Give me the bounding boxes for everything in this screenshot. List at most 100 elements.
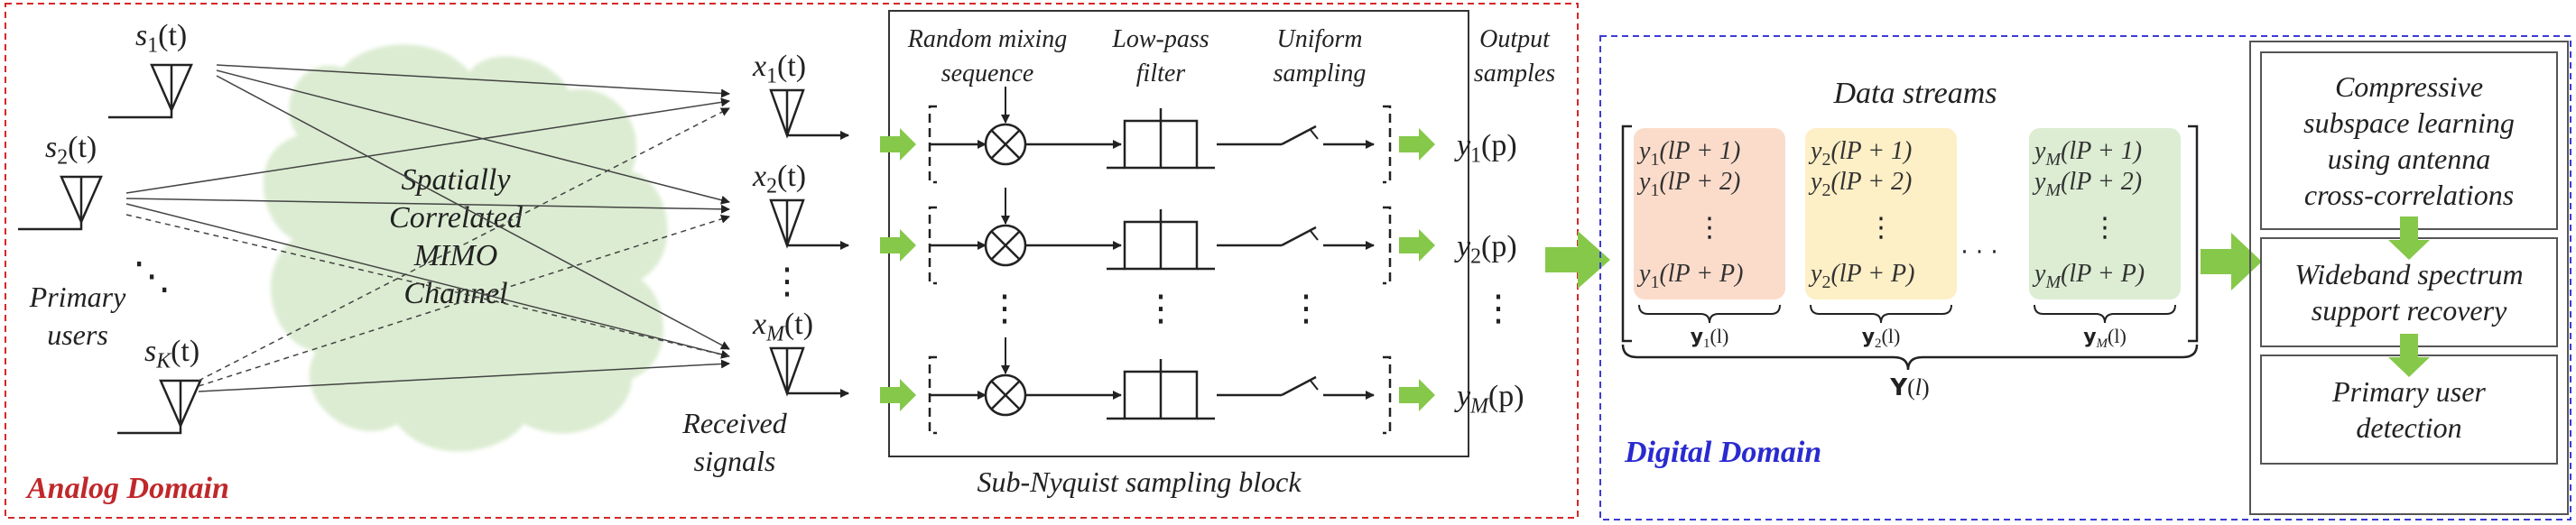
step-text: using antenna: [2328, 143, 2490, 175]
rx-label-M: xM(t): [752, 308, 813, 345]
svg-text:⋮: ⋮: [987, 288, 1023, 329]
stream-entry: y1(lP + P): [1636, 260, 1743, 292]
rx-antenna-1: [769, 88, 805, 139]
rx-label-1: x1(t): [752, 50, 806, 88]
sampler-rows: y1(p) y2(p) yM(p): [880, 87, 1524, 435]
user-label-K: sK(t): [144, 335, 199, 373]
step-text: detection: [2356, 411, 2461, 444]
matrix-brackets: [1621, 124, 2199, 343]
stream-entry: y1(lP + 1): [1636, 137, 1740, 170]
output-label-1: y1(p): [1454, 129, 1517, 167]
rx-antenna-2: [769, 198, 805, 249]
output-arrow-1: [1399, 128, 1435, 161]
sampling-switch-icon: [1281, 124, 1317, 146]
sampling-block: [888, 10, 1469, 457]
user-antenna-2: [60, 175, 103, 226]
output-label-2: y2(p): [1454, 230, 1517, 268]
received-dots: ⋮: [769, 261, 805, 302]
stream-entry: yM(lP + 2): [2032, 168, 2142, 200]
row-bracket-right: [1383, 206, 1392, 285]
sampler-row-M: yM(p): [880, 337, 1524, 435]
svg-text:sequence: sequence: [941, 60, 1034, 88]
users-dots: ⋱: [133, 253, 171, 298]
data-streams-title: Data streams: [1832, 77, 1997, 110]
channel-path-1-3: [216, 75, 730, 350]
channel-path-2-3: [125, 203, 730, 359]
user-feed-1: [108, 110, 173, 119]
received-antennas: x1(t) x2(t) xM(t): [752, 50, 849, 398]
svg-text:Primary: Primary: [29, 281, 126, 313]
digital-domain-label: Digital Domain: [1624, 436, 1821, 469]
step-text: subspace learning: [2303, 106, 2515, 139]
stream-underbrace: [1638, 304, 1781, 324]
stream-entry: y2(lP + 1): [1808, 137, 1912, 170]
channel-path-1-1: [216, 64, 730, 98]
svg-text:filter: filter: [1136, 60, 1186, 88]
step-text: support recovery: [2312, 294, 2507, 327]
channel-path-2-1: [125, 97, 730, 194]
data-stream-2: y2(lP + 1)y2(lP + 2)⋮y2(lP + P)y2(l): [1805, 128, 1957, 351]
svg-text:Random mixing: Random mixing: [907, 25, 1068, 53]
sampling-switch-icon: [1281, 375, 1317, 397]
channel-path-2-2: [125, 198, 730, 214]
rx-antenna-M: [769, 346, 805, 397]
svg-text:Output: Output: [1479, 25, 1551, 53]
stream-caption: y2(l): [1862, 325, 1901, 351]
step-text: Primary user: [2331, 375, 2486, 408]
step-text: cross-correlations: [2304, 179, 2514, 211]
stream-entry: y2(lP + P): [1808, 260, 1914, 292]
sampling-block-title: Sub-Nyquist sampling block: [977, 465, 1302, 498]
analog-domain-border: [5, 3, 1579, 519]
input-arrow-1: [880, 128, 916, 161]
stream-dots: ⋮: [1696, 212, 1723, 244]
stream-dots: ⋮: [1867, 212, 1895, 244]
user-antenna-K: [159, 379, 202, 429]
channel-cloud: [263, 44, 668, 452]
svg-text:sampling: sampling: [1274, 60, 1367, 88]
svg-text:⋮: ⋮: [1143, 288, 1179, 329]
user-antenna-1: [150, 63, 193, 114]
channel-path-1-2: [216, 69, 730, 205]
analog-to-digital-arrow: [1545, 231, 1610, 289]
rx-label-2: x2(t): [752, 160, 806, 198]
sampler-row-2: y2(p): [880, 188, 1517, 285]
streams-dots: · · ·: [1960, 239, 1997, 266]
sampler-row-1: y1(p): [880, 87, 1517, 184]
svg-text:signals: signals: [694, 445, 776, 477]
stream-underbrace: [2034, 304, 2176, 324]
sampler-vertical-dots: ⋮ ⋮ ⋮ ⋮: [987, 288, 1516, 329]
output-arrow-M: [1399, 379, 1435, 411]
output-label-M: yM(p): [1454, 380, 1524, 418]
svg-text:Channel: Channel: [403, 277, 507, 310]
user-label-1: s1(t): [135, 19, 187, 57]
user-feed-K: [117, 426, 182, 435]
step-text: Compressive: [2335, 70, 2483, 103]
stream-highlight: [1805, 128, 1957, 299]
matrix-underbrace: [1621, 344, 2199, 371]
step-arrow-2: [2388, 334, 2430, 377]
data-stream-1: y1(lP + 1)y1(lP + 2)⋮y1(lP + P)y1(l): [1634, 128, 1785, 351]
channel-path-3-3: [198, 359, 730, 392]
input-arrow-M: [880, 379, 916, 411]
output-arrow-2: [1399, 229, 1435, 262]
input-arrow-2: [880, 229, 916, 262]
channel-path-extra: [125, 214, 730, 357]
step-arrow-1: [2388, 216, 2430, 260]
stream-caption: y1(l): [1691, 325, 1729, 351]
channel-paths: [125, 64, 730, 392]
data-stream-M: yM(lP + 1)yM(lP + 2)⋮yM(lP + P)yM(l): [2029, 128, 2181, 351]
primary-users-label: Primary users: [29, 281, 126, 351]
svg-text:Received: Received: [681, 407, 787, 439]
sampling-switch-icon: [1281, 226, 1317, 247]
channel-label: Spatially Correlated MIMO Channel: [389, 163, 524, 310]
channel-path-3-2: [198, 214, 730, 387]
svg-text:Y(l): Y(l): [1889, 374, 1929, 401]
row-bracket-right: [1383, 355, 1392, 435]
row-bracket-right: [1383, 105, 1392, 184]
sampler-column-headers: Random mixing sequence Low-pass filter U…: [907, 25, 1555, 88]
matrix-caption: Y(l): [1889, 374, 1929, 401]
user-label-2: s2(t): [45, 131, 97, 169]
